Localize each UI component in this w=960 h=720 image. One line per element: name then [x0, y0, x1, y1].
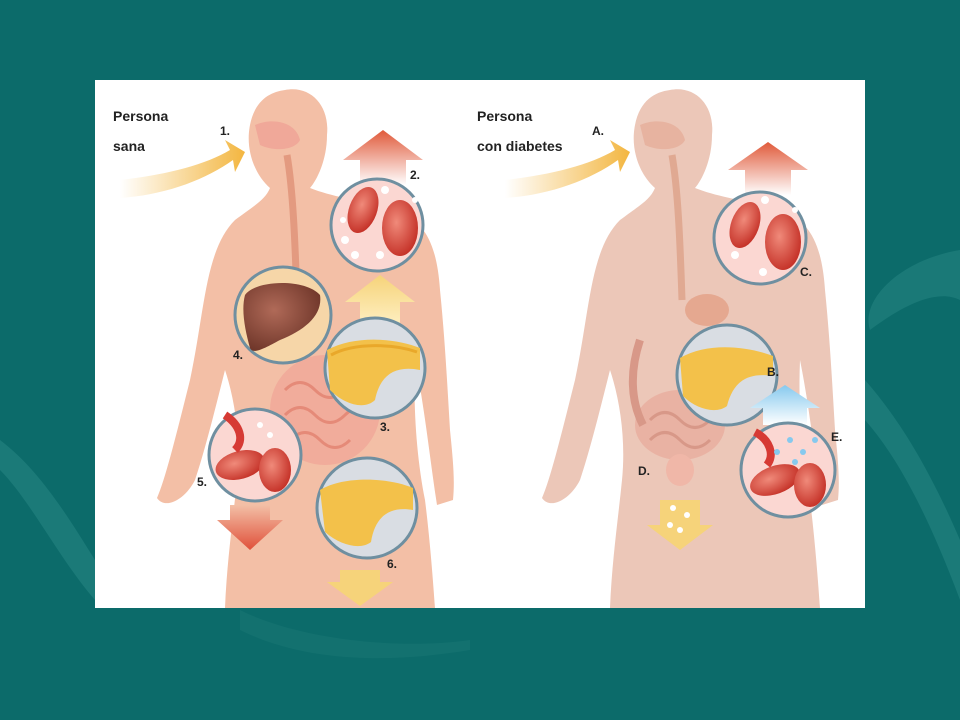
diabetic-heading-line1: Persona: [477, 108, 533, 124]
illustration: [120, 89, 839, 608]
urine-glucose-arrow: [647, 500, 713, 550]
healthy-heading-line1: Persona: [113, 108, 169, 124]
marker-6: 6.: [387, 557, 398, 571]
marker-1: 1.: [220, 124, 231, 138]
food-intake-arrow: [120, 140, 245, 198]
pancreas-circle-b: [675, 323, 779, 427]
blood-cells-circle-2: [329, 177, 425, 273]
marker-4: 4.: [233, 348, 244, 362]
marker-3: 3.: [380, 420, 391, 434]
marker-2: 2.: [410, 168, 421, 182]
blood-cells-circle-c: [712, 190, 808, 286]
marker-e: E.: [831, 430, 843, 444]
blood-cells-circle-5: [207, 407, 303, 503]
marker-b: B.: [767, 365, 779, 379]
marker-5: 5.: [197, 475, 208, 489]
blood-cells-circle-e: [739, 421, 837, 519]
diabetic-person-heading: Persona con diabetes: [477, 94, 563, 169]
diagram-panel: Persona sana Persona con diabetes 1. 2. …: [95, 80, 865, 608]
pancreas-circle-6: [315, 456, 419, 560]
pancreas-circle-3: [323, 316, 427, 420]
blood-up-arrow: [343, 130, 423, 185]
blood-down-arrow: [217, 505, 283, 550]
glucose-up-arrow: [750, 385, 820, 425]
liver-circle-4: [233, 265, 333, 365]
marker-d: D.: [638, 464, 650, 478]
diabetic-heading-line2: con diabetes: [477, 138, 563, 154]
marker-a: A.: [592, 124, 604, 138]
healthy-heading-line2: sana: [113, 138, 145, 154]
marker-c: C.: [800, 265, 812, 279]
healthy-person-heading: Persona sana: [113, 94, 168, 169]
